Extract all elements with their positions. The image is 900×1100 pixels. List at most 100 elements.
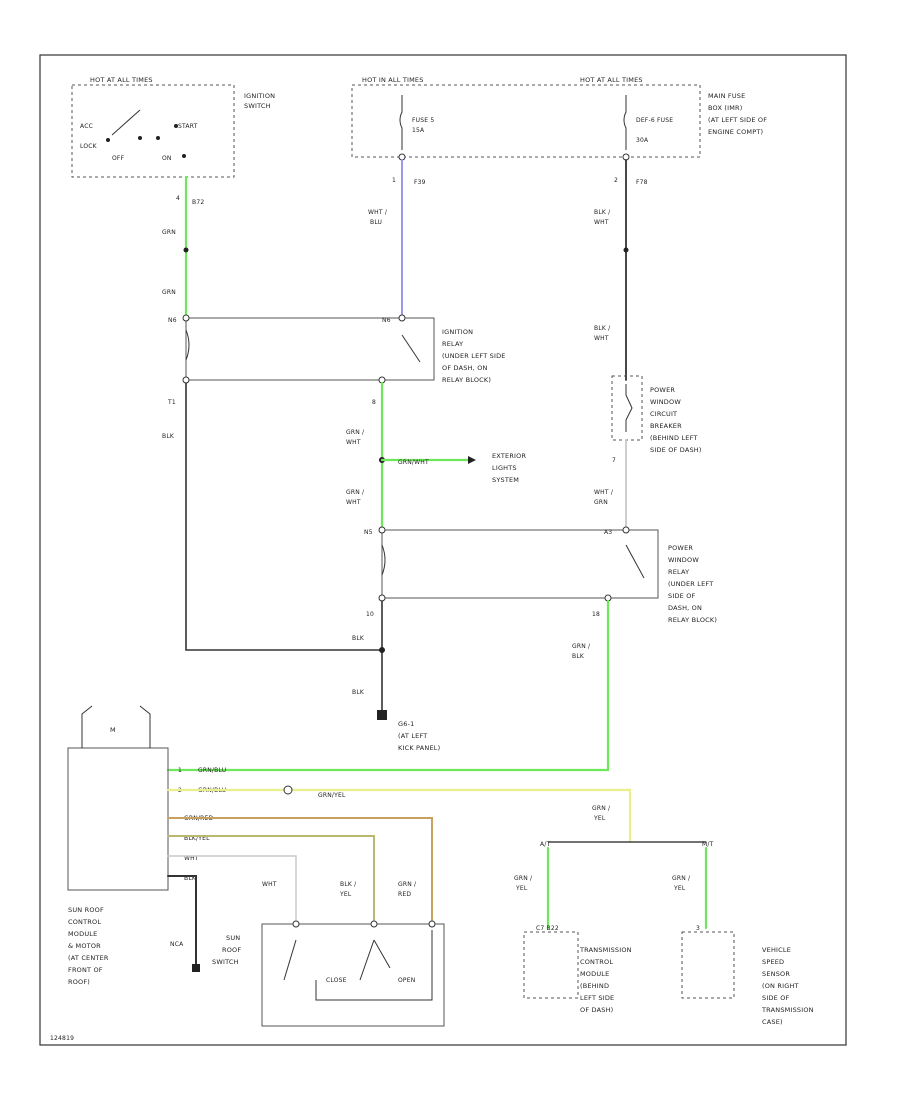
fusebox-name-3: (AT LEFT SIDE OF <box>708 116 767 124</box>
tcm-name-3: MODULE <box>580 970 609 978</box>
wire-grn-red <box>167 817 433 921</box>
wire-lbl-blk-wht-2: BLK / <box>594 325 611 332</box>
circuit-breaker: POWER WINDOW CIRCUIT BREAKER (BEHIND LEF… <box>611 375 701 464</box>
ign-relay-name-3: (UNDER LEFT SIDE <box>442 352 506 360</box>
wire-lbl-blk-wht-1b: WHT <box>594 219 609 226</box>
pw-relay-name-6: DASH, ON <box>668 604 702 612</box>
wire-lbl-blk-wht-1: BLK / <box>594 209 611 216</box>
tcm-name-2: CONTROL <box>580 958 613 966</box>
nca-label: NCA <box>170 941 184 948</box>
ign-pos-acc: ACC <box>80 123 93 130</box>
fusebox-name-2: BOX (IMR) <box>708 104 742 112</box>
exterior-wire-label: GRN/WHT <box>398 459 429 466</box>
vss-name-3: SENSOR <box>762 970 790 978</box>
cb-name-5: (BEHIND LEFT <box>650 434 698 442</box>
wire-lbl-grn-red-1: GRN / <box>398 881 417 888</box>
cb-name-3: CIRCUIT <box>650 410 677 418</box>
splice-a: A/T <box>540 841 551 848</box>
pw-relay-name-2: WINDOW <box>668 556 699 564</box>
wire-lbl-grn-1: GRN <box>162 229 176 236</box>
sr-pin-1: 1 <box>178 767 182 774</box>
ignition-switch: HOT AT ALL TIMES IGNITION SWITCH ACC LOC… <box>71 76 275 206</box>
pw-relay-name-1: POWER <box>668 544 693 552</box>
wire-blk-yel <box>167 835 375 921</box>
tcm-name-5: LEFT SIDE <box>580 994 614 1002</box>
fuse-header-2: HOT AT ALL TIMES <box>580 76 643 84</box>
pw-relay-pin-d: 18 <box>592 611 600 618</box>
switch-open: OPEN <box>398 977 415 984</box>
power-window-relay: N5 A3 10 18 POWER WINDOW RELAY (UNDER LE… <box>364 526 717 624</box>
wire-lbl-grn-yel-3: GRN / <box>672 875 691 882</box>
sr-name-5: (AT CENTER <box>68 954 109 962</box>
diagram-frame <box>39 54 847 1046</box>
vss-name-2: SPEED <box>762 958 784 966</box>
fuse1-pin: 1 <box>392 177 396 184</box>
sr-wire-6: BLK <box>184 875 197 882</box>
fuse2-rating: 30A <box>636 137 649 144</box>
vehicle-speed-sensor: 3 VEHICLE SPEED SENSOR (ON RIGHT SIDE OF… <box>681 925 814 1026</box>
pw-relay-name-5: SIDE OF <box>668 592 696 600</box>
sr-wire-2b: GRN/YEL <box>318 792 346 799</box>
ignition-relay: N6 N6 IGNITION RELAY (UNDER LEFT SIDE OF… <box>167 314 506 406</box>
exterior-name-1: EXTERIOR <box>492 452 526 460</box>
sr-name-6: FRONT OF <box>68 966 103 974</box>
ign-connector: B72 <box>192 199 204 206</box>
wire-lbl-blk-3: BLK <box>352 689 365 696</box>
wire-lbl-grn-wht-1b: WHT <box>346 439 361 446</box>
wire-lbl-wht-2: WHT <box>262 881 277 888</box>
ign-relay-name-2: RELAY <box>442 340 463 348</box>
wire-lbl-grn-yel-3b: YEL <box>673 885 686 892</box>
wire-lbl-blk-yel-1: BLK / <box>340 881 357 888</box>
exterior-name-2: LIGHTS <box>492 464 517 472</box>
tcm-name-1: TRANSMISSION <box>579 946 632 954</box>
wire-blk-nca <box>167 875 197 969</box>
wire-lbl-grn-yel-1b: YEL <box>593 815 606 822</box>
wire-lbl-blk-1: BLK <box>162 433 175 440</box>
ignition-name-2: SWITCH <box>244 102 271 110</box>
wire-lbl-grn-blk-1b: BLK <box>572 653 585 660</box>
cb-name-4: BREAKER <box>650 422 682 430</box>
sr-wire-1: GRN/BLU <box>198 767 226 774</box>
pw-relay-pin-c: 10 <box>366 611 374 618</box>
vss-name-4: (ON RIGHT <box>762 982 799 990</box>
ign-relay-pin-d: 8 <box>372 399 376 406</box>
fuse-header-1: HOT IN ALL TIMES <box>362 76 424 84</box>
tcm-name-6: OF DASH) <box>580 1006 613 1014</box>
wire-grn-yel <box>166 788 632 844</box>
fuse2-label: DEF-6 FUSE <box>636 117 673 124</box>
ignition-header: HOT AT ALL TIMES <box>90 76 153 84</box>
motor-label: M <box>110 726 116 734</box>
wire-lbl-wht-blu: WHT / <box>368 209 388 216</box>
fuse1-conn: F39 <box>414 179 426 186</box>
ign-relay-name-5: RELAY BLOCK) <box>442 376 491 384</box>
vss-name-5: SIDE OF <box>762 994 790 1002</box>
wire-lbl-wht-grn-1: WHT / <box>594 489 614 496</box>
fuse1-label: FUSE 5 <box>412 117 434 124</box>
wire-blk-ground-loop <box>185 382 383 651</box>
ign-relay-pin-a: N6 <box>168 317 177 324</box>
ign-pos-off: OFF <box>112 155 125 162</box>
ignition-name-1: IGNITION <box>244 92 275 100</box>
ign-pos-start: START <box>178 123 198 130</box>
pw-relay-pin-b: A3 <box>604 529 612 536</box>
main-fuse-box: HOT IN ALL TIMES HOT AT ALL TIMES FUSE 5… <box>351 76 767 186</box>
pw-relay-name-3: RELAY <box>668 568 689 576</box>
wire-lbl-grn-2: GRN <box>162 289 176 296</box>
wire-lbl-blk-yel-1b: YEL <box>339 891 352 898</box>
ground-symbol <box>377 710 387 720</box>
ign-relay-pin-c: T1 <box>167 399 176 406</box>
cb-name-1: POWER <box>650 386 675 394</box>
wire-lbl-wht-grn-1b: GRN <box>594 499 608 506</box>
fusebox-name-1: MAIN FUSE <box>708 92 745 100</box>
exterior-name-3: SYSTEM <box>492 476 519 484</box>
wire-lbl-grn-blk-1: GRN / <box>572 643 591 650</box>
cb-name-2: WINDOW <box>650 398 681 406</box>
splice-b: M/T <box>702 841 714 848</box>
tcm-pin: C7 B22 <box>536 925 559 932</box>
wire-lbl-grn-wht-1: GRN / <box>346 429 365 436</box>
switch-close: CLOSE <box>326 977 347 984</box>
wire-lbl-grn-wht-2b: WHT <box>346 499 361 506</box>
wire-lbl-grn-red-1b: RED <box>398 891 411 898</box>
transmission-control-module: C7 B22 TRANSMISSION CONTROL MODULE (BEHI… <box>523 925 632 1014</box>
